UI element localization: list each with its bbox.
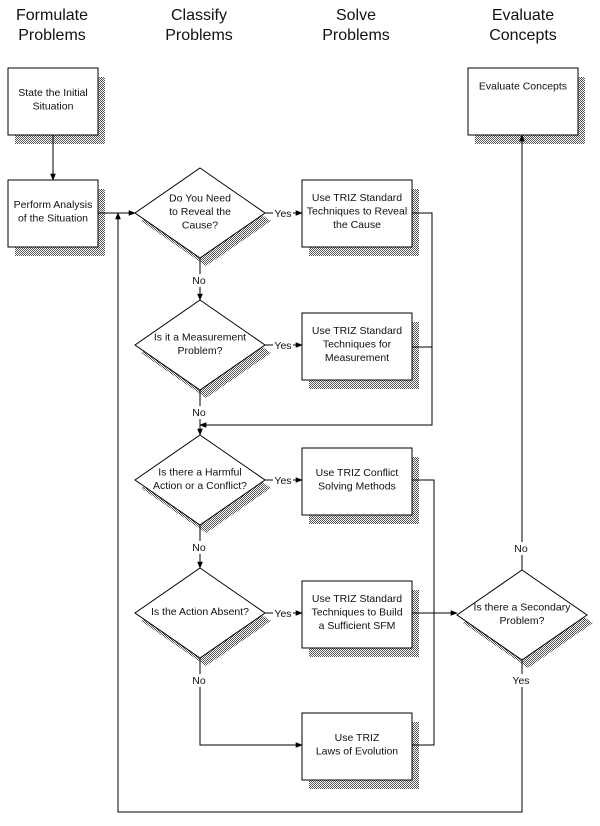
process-box-reveal-cause	[301, 179, 413, 248]
decision-reveal-cause-q	[134, 167, 266, 259]
process-box-laws-evolution	[301, 712, 413, 781]
label-no-harmful-bg	[192, 541, 206, 554]
label-yes-measurement-bg	[273, 339, 293, 352]
label-no-absent: No	[192, 675, 206, 687]
label-yes-harmful-bg	[273, 474, 293, 487]
label-no-secondary: No	[514, 543, 528, 555]
decision-measurement-q	[134, 299, 266, 391]
label-yes-reveal-bg	[273, 207, 293, 220]
process-box-evaluate-concepts	[467, 67, 579, 136]
connector-secondary-yes-loop	[115, 212, 523, 813]
label-yes-measurement: Yes	[274, 340, 291, 352]
decision-harmful-q	[134, 434, 266, 526]
label-yes-absent: Yes	[274, 608, 291, 620]
connector-reveal-return	[199, 212, 433, 428]
label-no-harmful: No	[192, 542, 206, 554]
process-box-conflict	[301, 447, 413, 516]
label-no-measurement: No	[192, 407, 206, 419]
process-box-build-sfm	[301, 580, 413, 649]
process-box-measurement	[301, 312, 413, 381]
label-no-measurement-bg	[192, 406, 206, 419]
decision-absent-q	[134, 567, 266, 659]
decision-label-absent-q: Is the Action Absent?	[151, 606, 249, 618]
label-yes-reveal: Yes	[274, 208, 291, 220]
label-yes-secondary: Yes	[512, 675, 529, 687]
label-no-reveal: No	[192, 275, 206, 287]
process-label-evaluate-concepts: Evaluate Concepts	[479, 81, 567, 93]
connector-absent-no	[199, 658, 303, 748]
label-yes-secondary-bg	[511, 674, 531, 687]
label-yes-absent-bg	[273, 607, 293, 620]
label-no-reveal-bg	[192, 274, 206, 287]
process-box-perform-analysis	[7, 179, 99, 248]
process-box-state-initial	[7, 67, 99, 136]
label-no-absent-bg	[192, 674, 206, 687]
label-yes-harmful: Yes	[274, 475, 291, 487]
label-no-secondary-bg	[514, 542, 528, 555]
decision-secondary-q	[456, 569, 588, 661]
